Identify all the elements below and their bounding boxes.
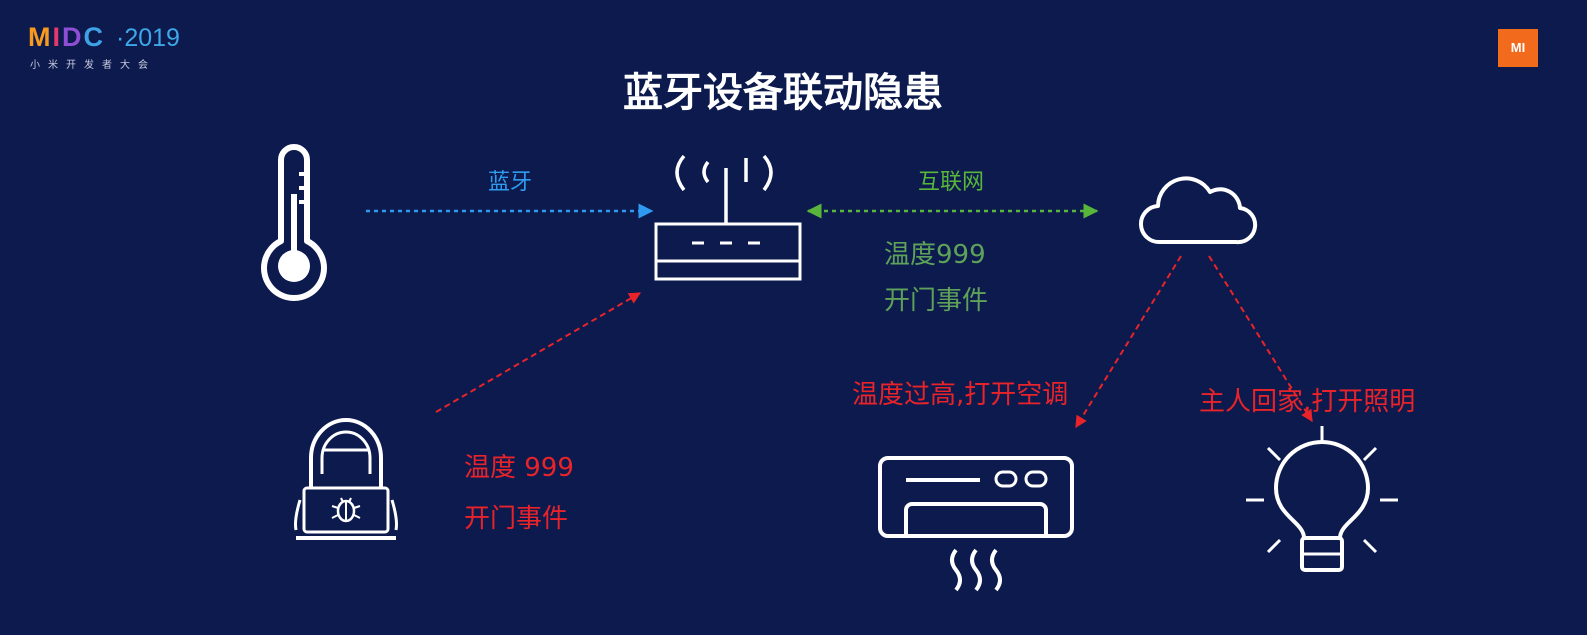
light-action-label: 主人回家,打开照明: [1199, 387, 1416, 417]
logo-year: ·2019: [116, 24, 180, 52]
light-bulb-icon: [1246, 426, 1398, 572]
bluetooth-label: 蓝牙: [488, 170, 533, 195]
mi-brand-badge: MI: [1498, 29, 1538, 67]
ac-action-label: 温度过高,打开空调: [852, 380, 1069, 410]
router-icon: [654, 154, 802, 281]
logo-subtitle: 小米开发者大会: [30, 60, 156, 71]
attacker-event-temperature: 温度 999: [464, 453, 574, 483]
midc-logo: MIDC: [28, 22, 106, 52]
cloud-icon: [1138, 176, 1258, 245]
gateway-event-temperature: 温度999: [884, 240, 986, 270]
attacker-event-door: 开门事件: [464, 504, 569, 534]
hacker-icon: [294, 418, 398, 540]
thermometer-icon: [261, 144, 327, 302]
cloud-to-ac-link: [1075, 255, 1182, 429]
slide-title: 蓝牙设备联动隐患: [623, 70, 943, 116]
air-conditioner-icon: [878, 456, 1074, 592]
internet-label: 互联网: [918, 170, 985, 195]
cloud-to-light-link: [1208, 255, 1313, 423]
attack-link: [435, 292, 642, 413]
gateway-event-door: 开门事件: [884, 286, 989, 316]
